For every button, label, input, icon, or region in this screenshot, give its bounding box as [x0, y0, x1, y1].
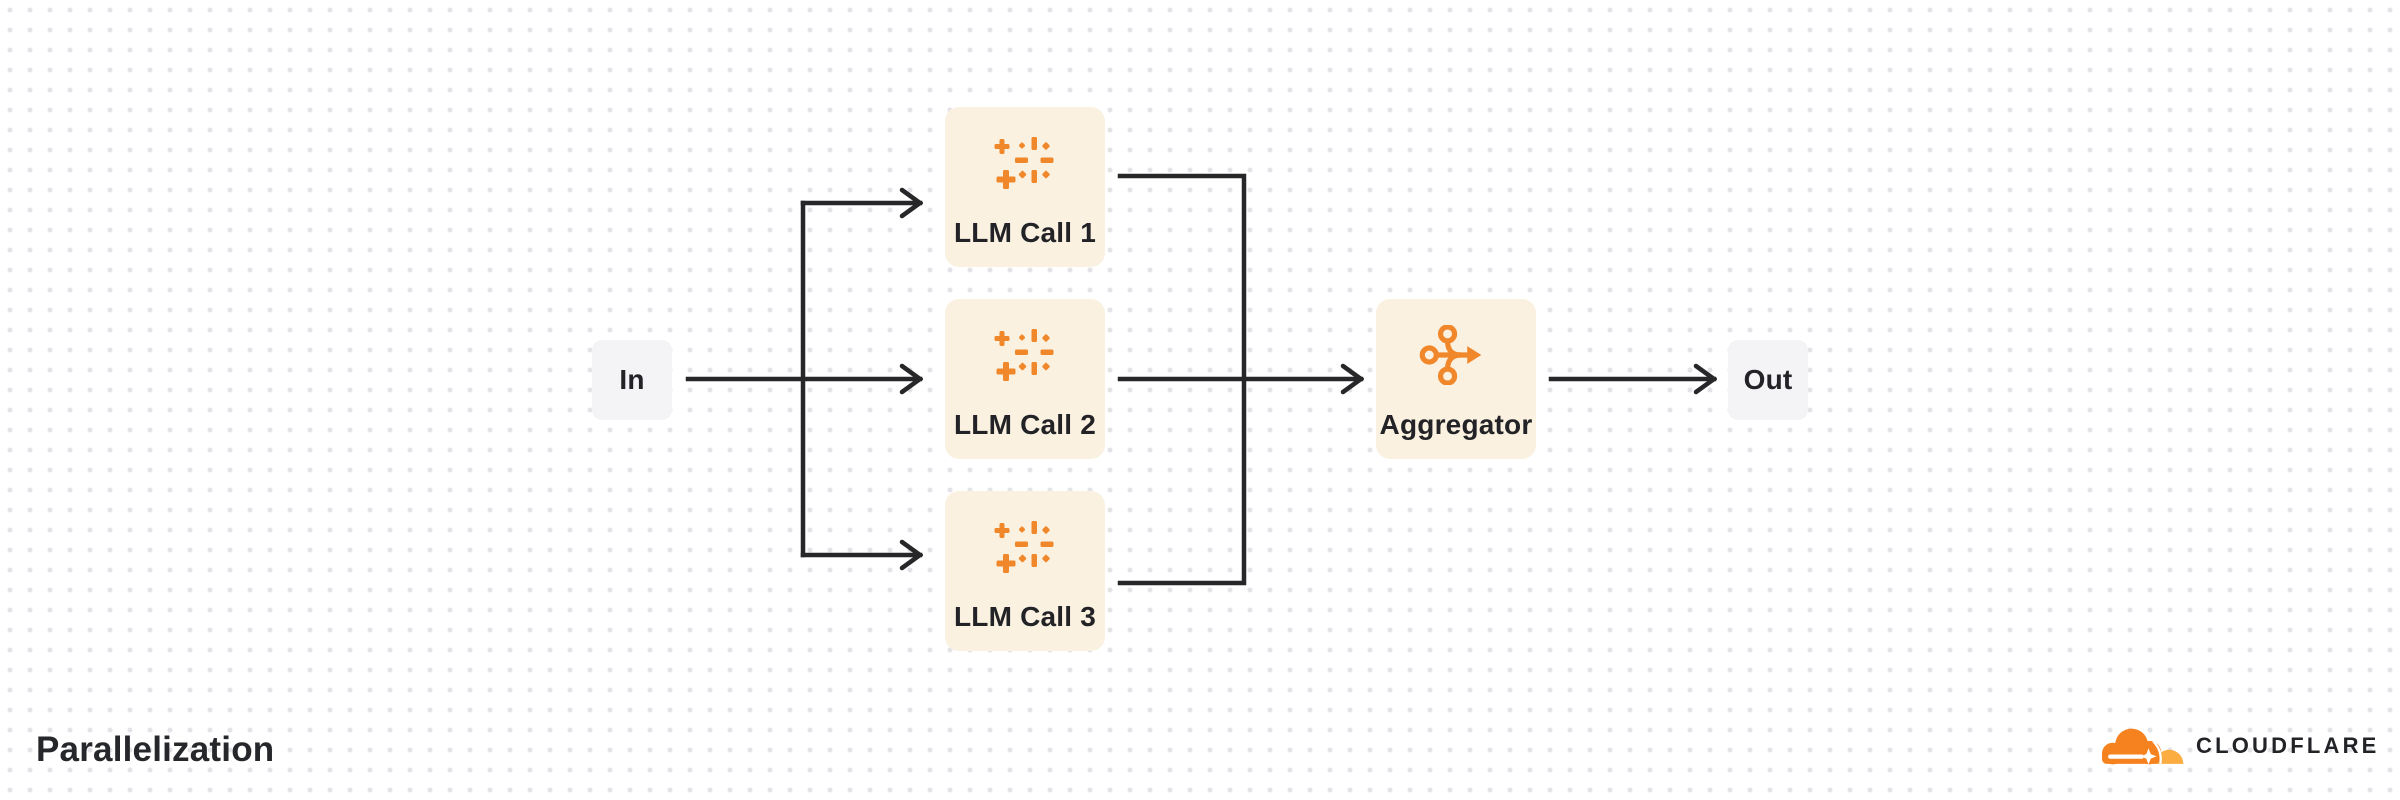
- cloudflare-logo-text: CLOUDFLARE: [2196, 733, 2380, 758]
- node-aggregator-label: Aggregator: [1379, 409, 1533, 440]
- cloudflare-logo: CLOUDFLARE: [2094, 723, 2380, 769]
- node-llm-call-1-label: LLM Call 1: [953, 217, 1096, 248]
- cloudflare-cloud-icon: [2101, 728, 2184, 765]
- sparkle-icon: [994, 521, 1054, 573]
- diagram-title: Parallelization: [36, 730, 275, 769]
- node-out-label: Out: [1743, 364, 1793, 395]
- sparkle-icon: [994, 137, 1054, 189]
- node-aggregator: Aggregator: [1376, 299, 1536, 459]
- node-in-label: In: [619, 364, 645, 395]
- node-out: Out: [1728, 340, 1808, 420]
- node-llm-call-1: LLM Call 1: [945, 107, 1105, 267]
- node-llm-call-2: LLM Call 2: [945, 299, 1105, 459]
- edge-llm1-llm3-merge: [1117, 173, 1247, 586]
- node-llm-call-3-label: LLM Call 3: [953, 601, 1096, 632]
- node-in: In: [592, 340, 672, 420]
- sparkle-icon: [994, 329, 1054, 381]
- node-llm-call-2-label: LLM Call 2: [953, 409, 1096, 440]
- node-llm-call-3: LLM Call 3: [945, 491, 1105, 651]
- merge-icon: [1419, 325, 1482, 385]
